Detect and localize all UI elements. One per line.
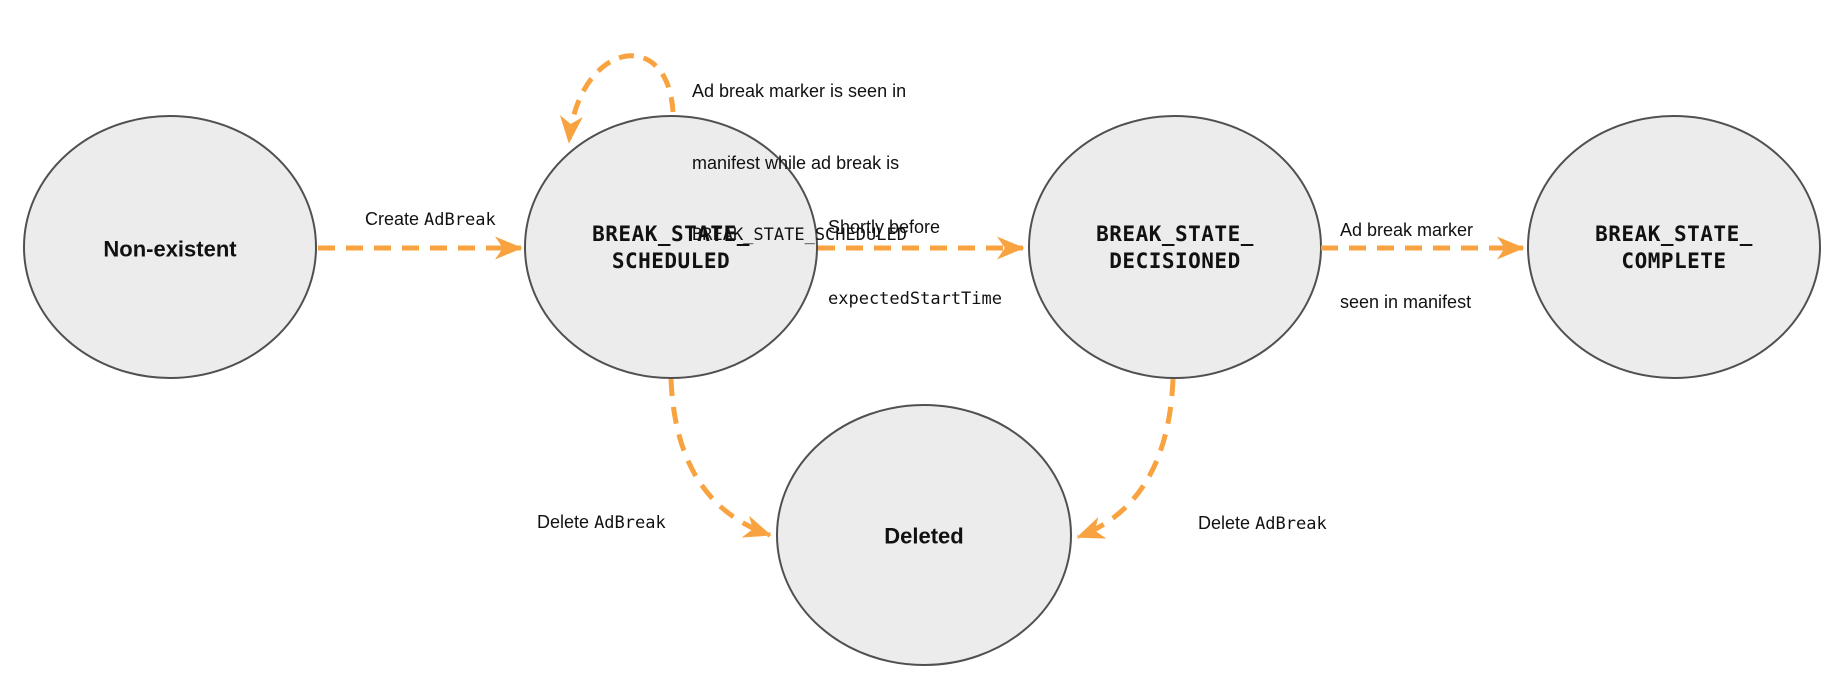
edge-label-delete-adbreak-left: Delete AdBreak	[517, 486, 666, 559]
state-label-break-state-complete: BREAK_STATE_ COMPLETE	[1595, 222, 1753, 273]
edge-label-code: AdBreak	[1255, 514, 1327, 534]
edge-label-marker-seen-in-manifest: Ad break marker seen in manifest	[1340, 170, 1473, 362]
state-node-break-state-complete	[1527, 115, 1821, 379]
edge-label-text: Create	[365, 209, 425, 229]
state-node-break-state-scheduled	[524, 115, 818, 379]
edge-label-scheduled-self-loop: Ad break marker is seen in manifest whil…	[692, 31, 907, 295]
edge-label-shortly-before-start-time: Shortly before expectedStartTime	[828, 167, 1002, 359]
state-label-non-existent: Non-existent	[103, 236, 237, 262]
state-node-deleted	[776, 404, 1072, 666]
transition-arrow-delete-from-decisioned	[1076, 378, 1176, 540]
edge-label-code: AdBreak	[594, 513, 666, 533]
edge-label-code: AdBreak	[424, 210, 496, 230]
transition-arrow-scheduled-self-loop	[559, 53, 676, 144]
state-label-break-state-scheduled: BREAK_STATE_ SCHEDULED	[592, 222, 750, 273]
edge-label-text: Delete	[1198, 513, 1256, 533]
edge-label-text: seen in manifest	[1340, 292, 1472, 312]
edge-label-delete-adbreak-right: Delete AdBreak	[1178, 487, 1327, 560]
state-label-break-state-decisioned: BREAK_STATE_ DECISIONED	[1096, 222, 1254, 273]
edge-label-code: expectedStartTime	[828, 289, 1002, 309]
state-label-deleted: Deleted	[884, 523, 964, 549]
state-node-non-existent	[23, 115, 317, 379]
transition-arrow-delete-from-scheduled	[668, 378, 772, 538]
edge-label-text: Delete	[537, 512, 595, 532]
edge-label-create-adbreak: Create AdBreak	[345, 183, 496, 256]
edge-label-text: manifest while ad break is	[692, 153, 900, 173]
edge-label-text: Shortly before	[828, 217, 941, 237]
edge-label-text: Ad break marker	[1340, 220, 1474, 240]
edge-label-code: BREAK_STATE_SCHEDULED	[692, 225, 907, 245]
edge-label-text: Ad break marker is seen in	[692, 81, 907, 101]
